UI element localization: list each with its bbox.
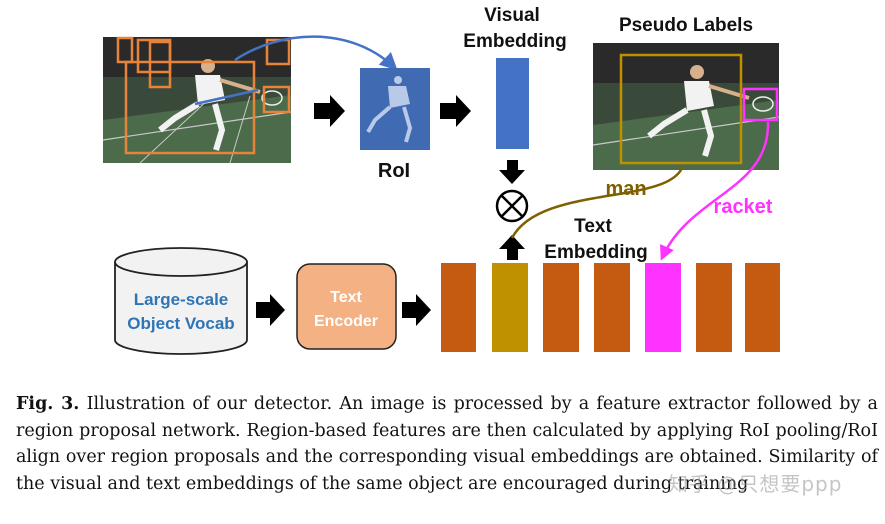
proposal-boxes: [116, 36, 291, 155]
arrow-down-icon: [499, 160, 525, 184]
racket-connector: [660, 121, 770, 261]
caption-text: Illustration of our detector. An image i…: [16, 394, 878, 494]
text-embedding-bar: [745, 263, 780, 352]
text-embedding-bar-man: [492, 263, 528, 352]
text-embedding-bar-racket: [645, 263, 681, 352]
text-embedding-bars: [441, 263, 780, 352]
text-embedding-label-line2: Embedding: [544, 242, 647, 263]
figure-label: Fig. 3.: [16, 394, 80, 414]
arrow-right-icon: [402, 294, 431, 326]
text-embedding-bar: [594, 263, 630, 352]
vocab-label-line1: Large-scale: [134, 290, 229, 309]
text-encoder-label-line2: Encoder: [314, 313, 378, 330]
visual-embedding-label-line1: Visual: [484, 5, 540, 26]
visual-embedding-label-line2: Embedding: [463, 31, 566, 52]
text-embedding-bar: [543, 263, 579, 352]
text-embedding-bar: [441, 263, 476, 352]
pseudo-labels-image: [592, 43, 780, 170]
racket-label: racket: [714, 196, 773, 218]
vocab-label-line2: Object Vocab: [127, 314, 234, 333]
pseudo-labels-title: Pseudo Labels: [619, 15, 753, 36]
roi-label: RoI: [378, 160, 410, 182]
man-connector: [510, 167, 684, 239]
text-encoder-box: [296, 263, 397, 350]
multiply-circle-icon: [495, 189, 529, 223]
input-image: [102, 35, 398, 164]
figure-caption: Fig. 3. Illustration of our detector. An…: [16, 391, 878, 497]
arrow-right-icon: [256, 294, 285, 326]
man-box: [619, 53, 743, 165]
visual-embedding-bar: [496, 58, 529, 149]
database-cylinder-icon: [114, 247, 248, 355]
detector-diagram: RoI Visual Embedding Pseudo Labels man r…: [102, 5, 780, 355]
text-embedding-label-line1: Text: [574, 216, 612, 237]
arrow-right-icon: [314, 95, 345, 127]
watermark: 知乎 @只想要ppp: [668, 472, 843, 496]
racket-box: [742, 87, 779, 122]
arrow-up-icon: [499, 235, 525, 260]
arrow-right-icon: [440, 95, 471, 127]
roi-crop: [360, 68, 430, 150]
text-embedding-bar: [696, 263, 732, 352]
text-encoder-label-line1: Text: [330, 289, 362, 306]
